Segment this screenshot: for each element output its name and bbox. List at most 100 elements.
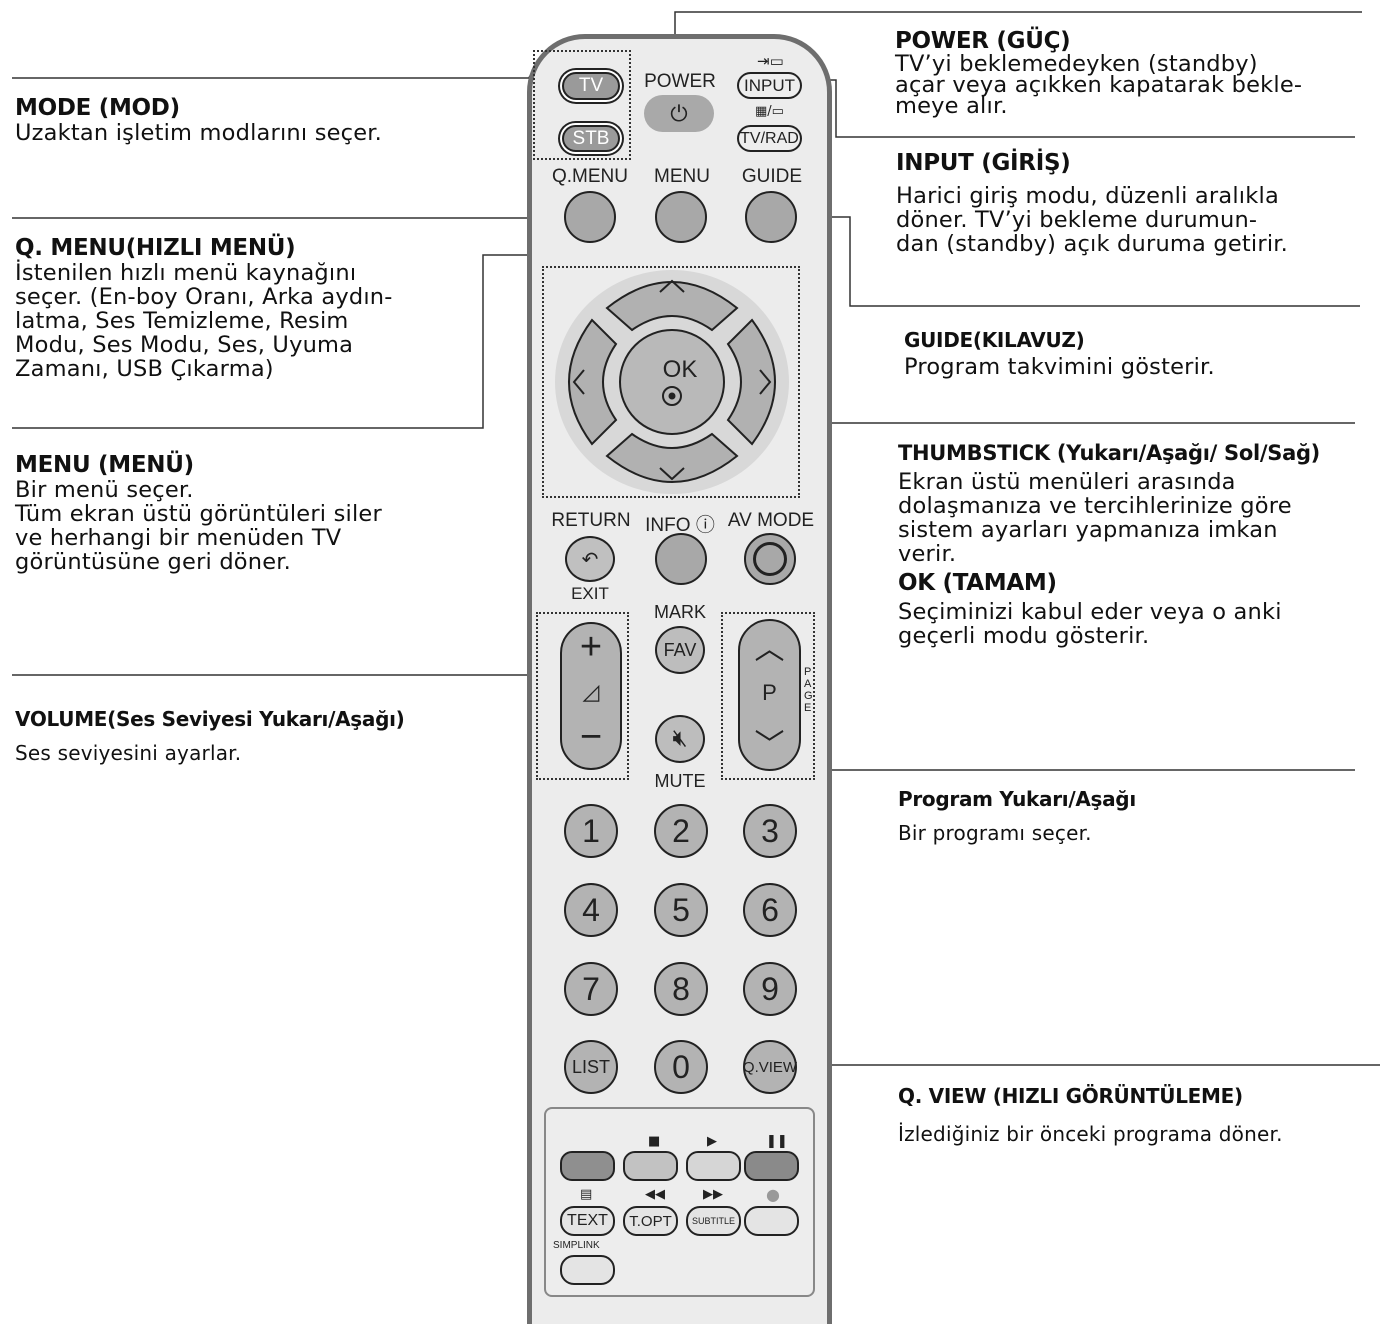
number-1-button[interactable]: 1	[564, 804, 618, 858]
red-button[interactable]	[560, 1151, 615, 1181]
menu-label: MENU	[654, 166, 710, 187]
green-button[interactable]	[623, 1151, 678, 1181]
stb-mode-button[interactable]: STB	[562, 125, 620, 152]
ok-button[interactable]	[619, 329, 725, 435]
program-body-line: Bir programı seçer.	[898, 821, 1092, 845]
mute-button[interactable]: 🔇︎	[655, 715, 705, 763]
volume-annotation: VOLUME(Ses Seviyesi Yukarı/Aşağı) Ses se…	[15, 706, 405, 766]
input-body-line: Harici giriş modu, düzenli aralıkla	[896, 183, 1279, 209]
guide-title: GUIDE(KILAVUZ)	[904, 328, 1085, 352]
menu-button[interactable]	[655, 191, 707, 243]
number-3-button[interactable]: 3	[743, 804, 797, 858]
thumbstick-body-line: sistem ayarları yapmanıza imkan	[898, 517, 1278, 543]
ok-label: OK	[662, 356, 698, 383]
power-icon: ⏻	[670, 100, 688, 126]
number-9-button[interactable]: 9	[743, 962, 797, 1016]
ok-body: Seçiminizi kabul eder veya o anki geçerl…	[898, 600, 1320, 648]
program-up-button[interactable]: ︿	[740, 622, 799, 670]
power-button[interactable]: ⏻	[644, 95, 714, 132]
info-button[interactable]	[655, 533, 707, 585]
tv-radio-icon: ▦/▭	[755, 104, 784, 119]
exit-label: EXIT	[571, 584, 609, 603]
page-letter: A	[804, 678, 812, 690]
thumbstick-title: THUMBSTICK (Yukarı/Aşağı/ Sol/Sağ)	[898, 441, 1320, 465]
qview-title: Q. VIEW (HIZLI GÖRÜNTÜLEME)	[898, 1084, 1243, 1108]
input-button[interactable]: INPUT	[737, 72, 802, 99]
volume-icon: ◿	[582, 679, 600, 704]
tvrad-button[interactable]: TV/RAD	[737, 125, 802, 152]
number-4-button[interactable]: 4	[564, 883, 618, 937]
program-p-label: P	[762, 680, 777, 705]
rewind-icon: ◀◀	[645, 1187, 665, 1202]
volume-up-button[interactable]: +	[562, 624, 620, 670]
right-arrow-button[interactable]	[726, 318, 776, 446]
text-button[interactable]: TEXT	[560, 1206, 615, 1236]
qview-button[interactable]: Q.VIEW	[743, 1040, 797, 1094]
minus-icon: −	[579, 715, 603, 758]
power-body: TV’yi beklemedeyken (standby) açar veya …	[895, 51, 1303, 118]
subtitle-button[interactable]: SUBTITLE	[686, 1206, 741, 1236]
avmode-button[interactable]	[744, 533, 796, 585]
up-arrow-button[interactable]	[605, 281, 739, 332]
blue-button[interactable]	[744, 1151, 799, 1181]
mode-body: Uzaktan işletim modlarını seçer.	[15, 121, 382, 145]
qmenu-body-line: Modu, Ses Modu, Ses, Uyuma	[15, 332, 354, 358]
guide-button[interactable]	[745, 191, 797, 243]
number-0-button[interactable]: 0	[654, 1040, 708, 1094]
tv-mode-button[interactable]: TV	[562, 72, 620, 100]
number-5-button[interactable]: 5	[654, 883, 708, 937]
ok-body-line: Seçiminizi kabul eder veya o anki	[898, 599, 1282, 625]
left-chevron-icon	[572, 369, 585, 395]
mode-group	[533, 50, 631, 160]
thumbstick-body-line: dolaşmanıza ve tercihlerinize göre	[898, 493, 1292, 519]
guide-body: Program takvimini gösterir.	[904, 355, 1215, 379]
ok-dot-icon	[662, 386, 682, 406]
plus-icon: +	[579, 625, 603, 668]
mode-body-line: Uzaktan işletim modlarını seçer.	[15, 120, 383, 146]
simplink-label: SIMPLINK	[553, 1240, 600, 1251]
program-down-button[interactable]: ﹀	[740, 718, 799, 766]
qmenu-body-line: latma, Ses Temizleme, Resim	[15, 308, 349, 334]
guide-label: GUIDE	[741, 166, 803, 187]
volume-rocker[interactable]	[560, 622, 622, 770]
power-body-line: açar veya açıkken kapatarak bekle-	[895, 72, 1303, 98]
volume-down-button[interactable]: −	[562, 714, 620, 760]
record-button[interactable]	[744, 1206, 799, 1236]
left-arrow-button[interactable]	[568, 318, 618, 446]
number-2-button[interactable]: 2	[654, 804, 708, 858]
down-arrow-button[interactable]	[605, 432, 739, 483]
up-chevron-icon	[659, 279, 685, 293]
simplink-button[interactable]	[560, 1255, 615, 1285]
avmode-label: AV MODE	[727, 510, 815, 531]
volume-body: Ses seviyesini ayarlar.	[15, 740, 405, 766]
return-button[interactable]: ↶	[565, 536, 615, 582]
qmenu-button[interactable]	[564, 191, 616, 243]
qmenu-annotation: Q. MENU(HIZLI MENÜ) İstenilen hızlı menü…	[15, 235, 393, 381]
volume-icon-area: ◿	[562, 672, 620, 712]
avmode-ring-icon	[753, 542, 787, 576]
menu-title: MENU (MENÜ)	[15, 452, 194, 478]
mute-icon: 🔇︎	[672, 725, 688, 752]
input-body: Harici giriş modu, düzenli aralıkla döne…	[896, 184, 1288, 256]
program-annotation: Program Yukarı/Aşağı Bir programı seçer.	[898, 786, 1136, 846]
topt-button[interactable]: T.OPT	[623, 1206, 678, 1236]
number-7-button[interactable]: 7	[564, 962, 618, 1016]
page-letter: E	[804, 702, 812, 714]
qmenu-body-line: Zamanı, USB Çıkarma)	[15, 356, 274, 382]
chevron-up-icon: ︿	[754, 633, 785, 666]
stop-icon: ■	[648, 1134, 661, 1149]
power-annotation: POWER (GÜÇ) TV’yi beklemedeyken (standby…	[895, 28, 1302, 117]
return-arrow-icon: ↶	[581, 548, 599, 571]
list-button[interactable]: LIST	[564, 1040, 618, 1094]
number-8-button[interactable]: 8	[654, 962, 708, 1016]
fav-button[interactable]: FAV	[655, 626, 705, 674]
input-body-line: dan (standby) açık duruma getirir.	[896, 231, 1289, 257]
qmenu-body-line: İstenilen hızlı menü kaynağını	[15, 260, 357, 286]
qmenu-body: İstenilen hızlı menü kaynağını seçer. (E…	[15, 261, 393, 381]
thumbstick-group	[542, 266, 800, 498]
power-body-line: TV’yi beklemedeyken (standby)	[895, 51, 1258, 77]
program-rocker[interactable]	[738, 619, 801, 771]
thumbstick-body-line: verir.	[898, 541, 957, 567]
yellow-button[interactable]	[686, 1151, 741, 1181]
number-6-button[interactable]: 6	[743, 883, 797, 937]
